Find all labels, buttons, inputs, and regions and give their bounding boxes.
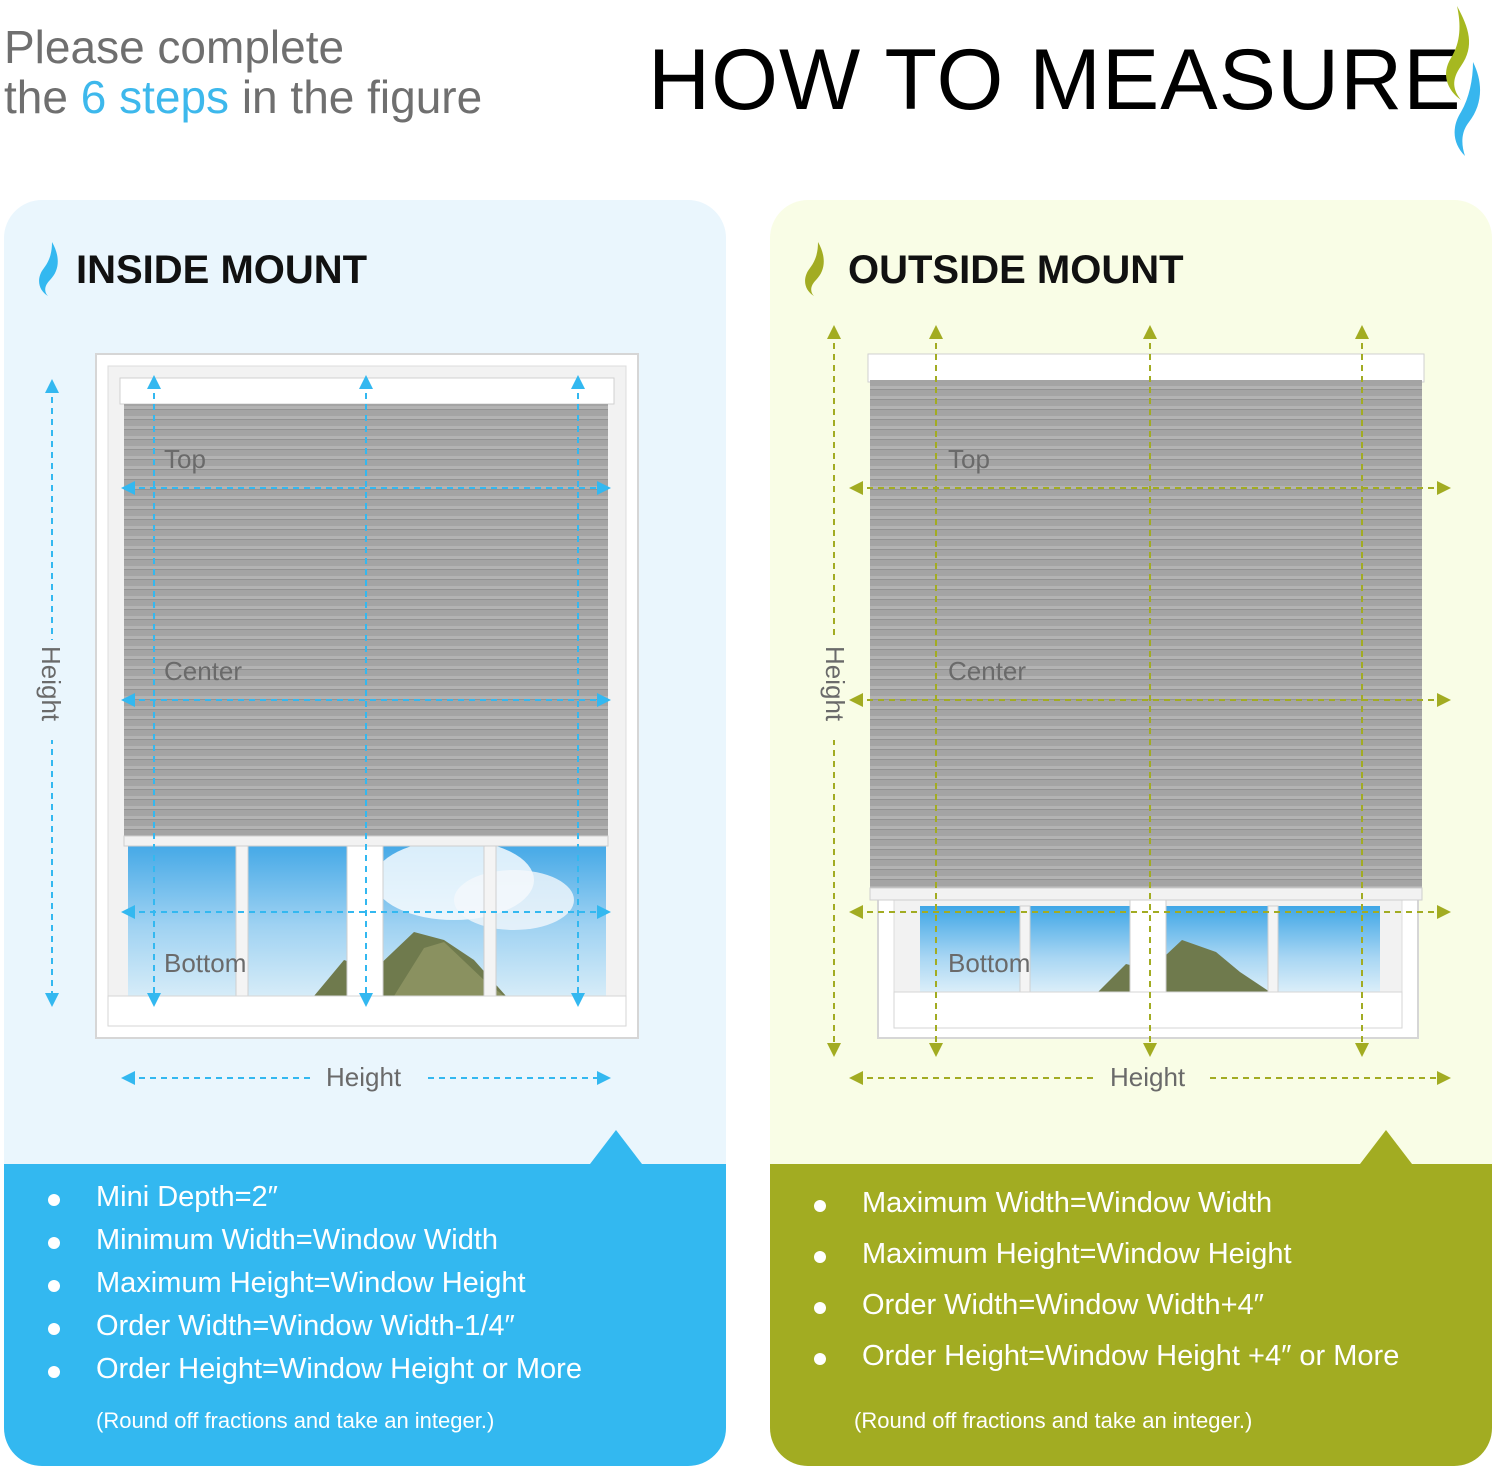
label-bottom: Bottom xyxy=(164,948,246,978)
list-item: Order Width=Window Width-1/4″ xyxy=(48,1311,582,1342)
outside-mount-instructions: Maximum Width=Window Width Maximum Heigh… xyxy=(770,1130,1492,1466)
callout-notch xyxy=(590,1130,642,1164)
list-item: Minimum Width=Window Width xyxy=(48,1225,582,1256)
inside-mount-instructions: Mini Depth=2″ Minimum Width=Window Width… xyxy=(4,1130,726,1466)
label-bottom-height: Height xyxy=(1110,1062,1186,1092)
list-item: Mini Depth=2″ xyxy=(48,1182,582,1213)
inside-mount-title: INSIDE MOUNT xyxy=(76,248,368,292)
list-item: Maximum Height=Window Height xyxy=(48,1268,582,1299)
list-item: Order Height=Window Height or More xyxy=(48,1354,582,1385)
intro-pre: the xyxy=(4,71,81,123)
outside-mount-list: Maximum Width=Window Width Maximum Heigh… xyxy=(814,1188,1399,1392)
label-side-height: Height xyxy=(820,646,850,722)
label-center: Center xyxy=(164,656,242,686)
list-item: Order Width=Window Width+4″ xyxy=(814,1290,1399,1321)
inside-note: (Round off fractions and take an integer… xyxy=(96,1408,495,1433)
intro-post: in the figure xyxy=(229,71,483,123)
outside-mount-title: OUTSIDE MOUNT xyxy=(848,248,1184,292)
head-rail xyxy=(119,377,615,405)
outside-mount-panel: OUTSIDE MOUNT xyxy=(770,200,1492,1466)
page-title: HOW TO MEASURE xyxy=(648,32,1462,128)
outside-mount-diagram: Top Center Bottom Height Height xyxy=(820,325,1451,1092)
label-center: Center xyxy=(948,656,1026,686)
label-top: Top xyxy=(164,444,206,474)
green-flame-icon xyxy=(805,242,824,296)
blue-flame-icon xyxy=(39,242,58,296)
list-item: Maximum Width=Window Width xyxy=(814,1188,1399,1219)
outside-note: (Round off fractions and take an integer… xyxy=(854,1408,1253,1433)
inside-mount-list: Mini Depth=2″ Minimum Width=Window Width… xyxy=(48,1182,582,1397)
callout-notch xyxy=(1360,1130,1412,1164)
label-top: Top xyxy=(948,444,990,474)
label-side-height: Height xyxy=(36,646,66,722)
list-item: Order Height=Window Height +4″ or More xyxy=(814,1341,1399,1372)
intro-line-2: the 6 steps in the figure xyxy=(4,72,482,122)
intro-line-1: Please complete xyxy=(4,21,345,73)
intro-text: Please complete the 6 steps in the figur… xyxy=(4,22,482,122)
head-rail xyxy=(867,353,1425,383)
inside-mount-panel: INSIDE MOUNT xyxy=(4,200,726,1466)
label-bottom-height: Height xyxy=(326,1062,402,1092)
list-item: Maximum Height=Window Height xyxy=(814,1239,1399,1270)
flame-logo-icon xyxy=(1446,6,1481,156)
inside-mount-diagram: Top Center Bottom Height Height xyxy=(36,353,639,1092)
label-bottom: Bottom xyxy=(948,948,1030,978)
intro-highlight: 6 steps xyxy=(80,71,230,123)
